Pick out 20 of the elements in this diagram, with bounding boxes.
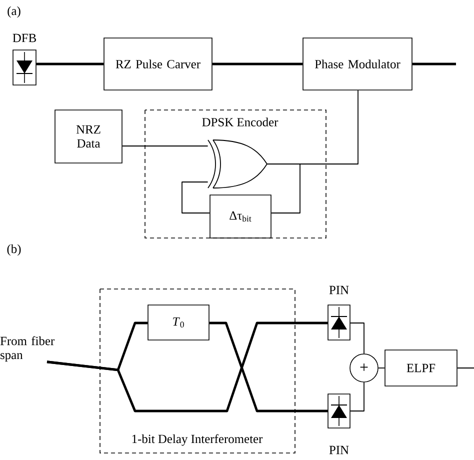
connector-line xyxy=(350,322,364,354)
process-box: Phase Modulator xyxy=(302,38,412,90)
connector-line xyxy=(412,62,456,66)
connector-line xyxy=(350,382,364,412)
input-label: From fiber span xyxy=(0,336,55,362)
panel-label: (b) xyxy=(7,244,21,256)
process-box: RZ Pulse Carver xyxy=(104,38,212,90)
process-box: NRZ Data xyxy=(54,110,122,164)
connector-line xyxy=(36,62,104,66)
connector-line xyxy=(209,322,328,412)
connector-line xyxy=(266,164,300,214)
xor-gate xyxy=(208,140,268,188)
delay-box: Δτ$_{bit}$ xyxy=(210,194,272,238)
delay-box: T$_{0}$ xyxy=(148,304,210,340)
connector-line xyxy=(212,62,303,66)
connector-line xyxy=(46,322,328,412)
process-box: ELPF xyxy=(384,350,458,386)
connector-line xyxy=(182,182,210,214)
panel-label: (a) xyxy=(8,6,20,18)
summing-junction: + xyxy=(350,354,378,382)
